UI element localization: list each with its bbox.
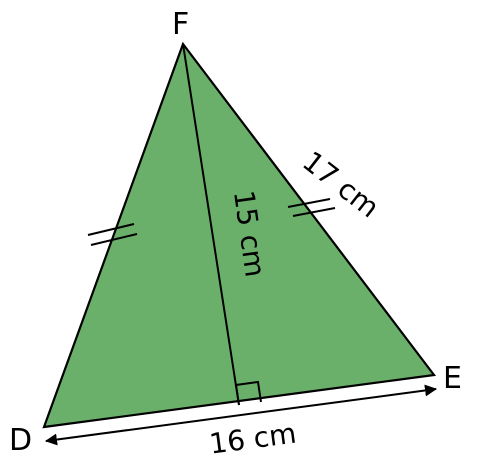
- tick-mark-fe-1: [287, 198, 331, 208]
- base-measure-label: 16 cm: [207, 417, 298, 461]
- tick-mark-df-1: [87, 223, 135, 236]
- vertex-label-f: F: [172, 7, 189, 42]
- height-line: [182, 43, 240, 406]
- vertex-label-d: D: [9, 423, 32, 458]
- tick-mark-df-2: [90, 233, 138, 246]
- base-measure-arrow: [45, 384, 437, 446]
- tick-mark-fe-2: [292, 207, 336, 217]
- vertex-label-e: E: [443, 361, 462, 396]
